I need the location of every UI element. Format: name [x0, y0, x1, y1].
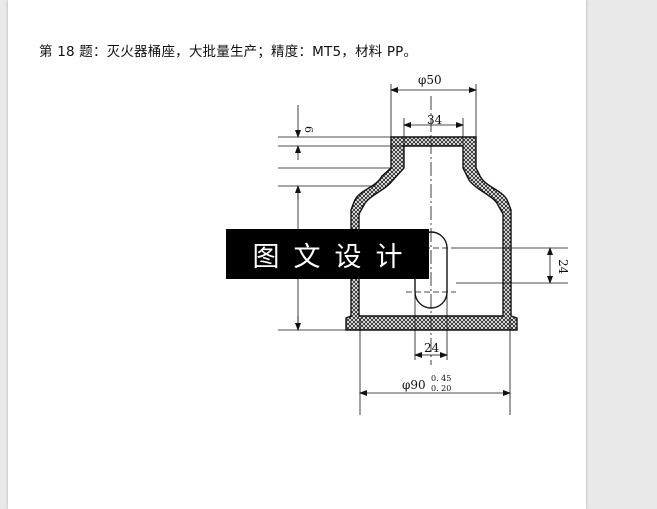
dim-base-diameter: φ90 [402, 378, 426, 392]
dim-slot-width: 24 [424, 341, 440, 355]
dim-base-tol-upper: 0. 45 [431, 374, 451, 383]
dim-top-diameter: φ50 [418, 73, 442, 87]
dim-wall-height: 6 [302, 126, 315, 133]
dim-slot-height: 24 [556, 259, 570, 275]
document-page: 第 18 题：灭火器桶座，大批量生产；精度：MT5，材料 PP。 [8, 0, 586, 509]
dim-neck-width: 34 [427, 113, 443, 127]
watermark-banner: 图文设计 [226, 229, 429, 279]
problem-title: 第 18 题：灭火器桶座，大批量生产；精度：MT5，材料 PP。 [39, 44, 418, 60]
dim-base-tol-lower: 0. 20 [431, 384, 451, 393]
part-wall-section [345, 136, 518, 331]
